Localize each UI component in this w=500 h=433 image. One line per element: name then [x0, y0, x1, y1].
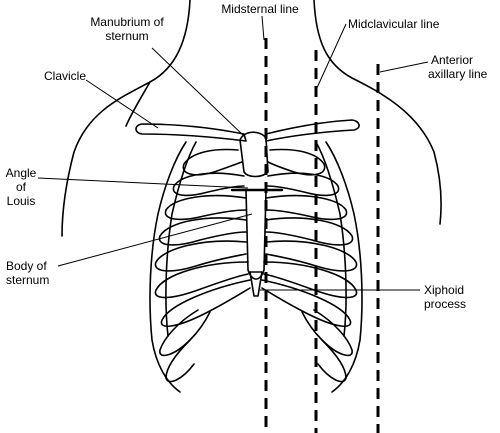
label-manubrium: Manubrium of sternum [72, 15, 182, 43]
rib-right-7 [261, 279, 352, 327]
label-xiphoid-line2: process [424, 297, 467, 311]
rib-right-9 [317, 339, 347, 383]
ribcage-margin-right [325, 141, 363, 393]
rib-right-8 [301, 309, 353, 357]
label-anterior-axillary-line2: axillary line [428, 67, 488, 81]
rib-right-6 [263, 261, 358, 299]
rib-right-3 [265, 194, 348, 221]
label-xiphoid: Xiphoid process [424, 283, 466, 311]
sternal-body [245, 189, 267, 280]
ribcage-margin-left-inner [165, 141, 197, 337]
label-anterior-axillary: Anterior axillary line [428, 53, 487, 81]
label-manubrium-line2: sternum [105, 29, 149, 43]
ribcage-margin-left [149, 141, 187, 393]
manubrium [239, 131, 269, 178]
label-angle-line2: of [15, 180, 26, 194]
leader-midsternal [261, 15, 265, 41]
rib-left-6 [154, 261, 249, 299]
neck-left [61, 0, 191, 237]
rib-left-9 [165, 339, 195, 383]
rib-right-5 [265, 240, 358, 272]
leader-anterior-axillary [379, 61, 429, 73]
label-midsternal-line: Midsternal line [221, 2, 299, 16]
label-angle-of-louis: Angle of Louis [4, 166, 38, 208]
leader-angle-of-louis [37, 177, 249, 189]
rib-right-4 [265, 217, 354, 246]
rib-right-1 [267, 148, 326, 176]
ribcage-margin-right-inner [315, 141, 347, 337]
label-manubrium-line1: Manubrium of [90, 15, 164, 29]
rib-left-2 [172, 172, 245, 197]
neck-right [313, 0, 442, 225]
label-midclavicular-line: Midclavicular line [348, 17, 440, 31]
label-body-of-sternum: Body of sternum [6, 259, 49, 287]
rib-left-5 [154, 240, 247, 272]
label-body-line1: Body of [6, 259, 47, 273]
label-angle-line1: Angle [5, 166, 37, 180]
leader-manubrium [151, 47, 245, 137]
label-xiphoid-line1: Xiphoid [424, 283, 465, 297]
rib-left-7 [160, 279, 251, 327]
rib-right-2 [267, 172, 340, 197]
rib-left-4 [158, 217, 247, 246]
rib-left-8 [159, 309, 211, 357]
label-angle-line3: Louis [6, 194, 36, 208]
clavicle-right [265, 119, 360, 142]
label-body-line2: sternum [6, 273, 50, 287]
xiphoid [249, 271, 263, 297]
leader-body-of-sternum [57, 213, 253, 267]
rib-left-3 [164, 194, 247, 221]
leader-clavicle [85, 79, 159, 129]
clavicle-left [135, 123, 247, 142]
left-arm-contour [125, 81, 151, 127]
leader-midclavicular [315, 23, 347, 91]
label-clavicle: Clavicle [44, 69, 87, 83]
label-anterior-axillary-line1: Anterior [431, 53, 474, 67]
rib-left-1 [182, 148, 243, 176]
